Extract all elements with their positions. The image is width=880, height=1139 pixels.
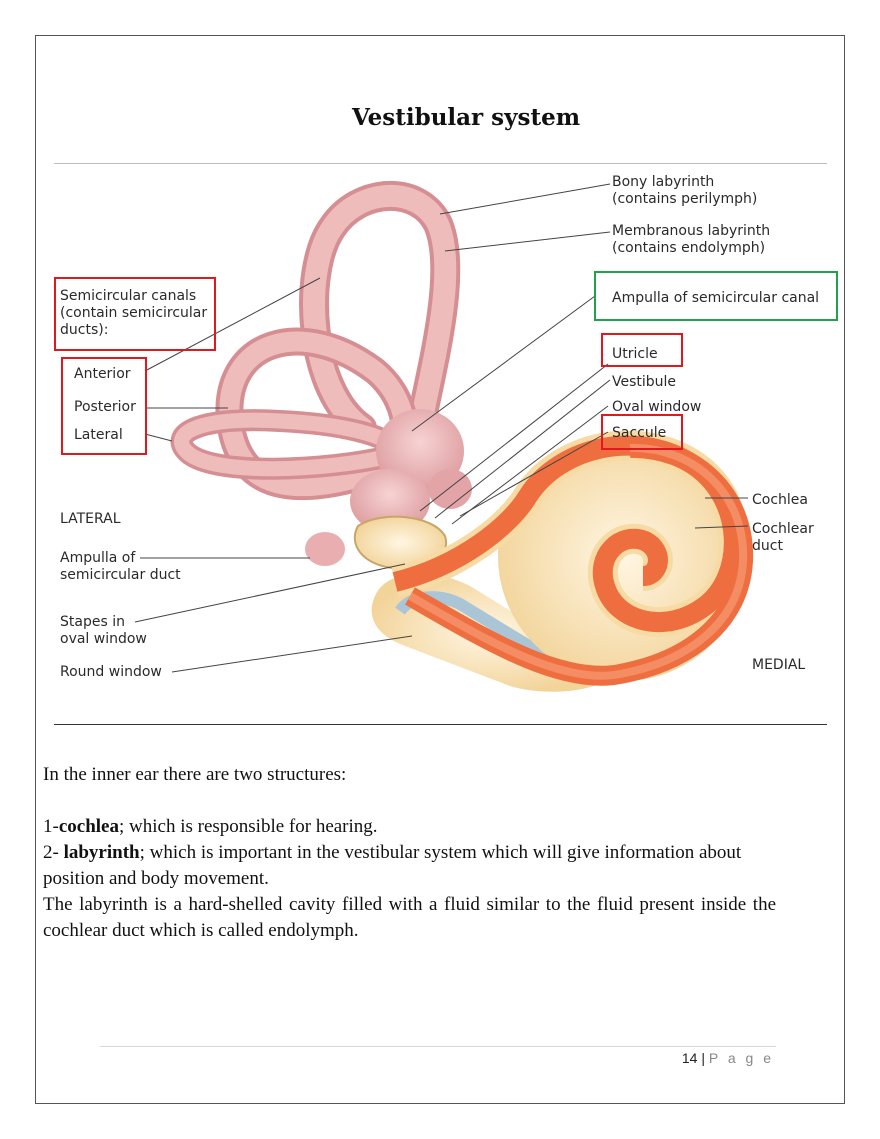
term-cochlea: cochlea — [58, 816, 119, 837]
vestibule-drawing — [305, 409, 472, 570]
label-round-window: Round window — [60, 664, 162, 680]
term-labyrinth: labyrinth — [63, 842, 140, 863]
label-cochlear-duct-2: duct — [752, 538, 783, 554]
label-anterior: Anterior — [74, 366, 131, 382]
inner-ear-diagram: Bony labyrinth (contains perilymph) Memb… — [54, 174, 838, 692]
footer-divider — [100, 1046, 776, 1047]
label-semicircular-canals: Semicircular canals — [60, 288, 196, 304]
saccule-highlight — [601, 414, 683, 450]
figure-bottom-divider — [54, 724, 827, 725]
label-cochlear-duct: Cochlear — [752, 521, 814, 537]
label-lateral: Lateral — [74, 427, 123, 443]
label-stapes-2: oval window — [60, 631, 147, 647]
label-semicircular-note-2: ducts): — [60, 322, 108, 338]
page-word: P a g e — [708, 1050, 774, 1066]
label-vestibule: Vestibule — [612, 374, 676, 390]
label-semicircular-note-1: (contain semicircular — [60, 305, 207, 321]
semicircular-canals-drawing — [170, 180, 461, 501]
page-footer: 14 | P a g e — [560, 1050, 774, 1066]
page-title: Vestibular system — [351, 104, 581, 131]
footer-separator: | — [701, 1050, 705, 1066]
cochlea-drawing — [391, 430, 754, 686]
label-ampulla-duct-2: semicircular duct — [60, 567, 181, 583]
label-bony-labyrinth-note: (contains perilymph) — [612, 191, 757, 207]
utricle-highlight — [601, 333, 683, 367]
ampulla-canal-highlight — [594, 271, 838, 321]
label-saccule: Saccule — [612, 425, 666, 441]
label-bony-labyrinth: Bony labyrinth — [612, 174, 714, 190]
label-lateral-side: LATERAL — [60, 511, 121, 527]
labyrinth-paragraph: The labyrinth is a hard-shelled cavity f… — [43, 894, 776, 941]
canal-list-highlight — [61, 357, 147, 455]
label-ampulla-duct: Ampulla of — [60, 550, 136, 566]
label-cochlea: Cochlea — [752, 492, 808, 508]
item-cochlea: 1-cochlea; which is responsible for hear… — [43, 816, 378, 837]
label-ampulla-canal: Ampulla of semicircular canal — [612, 290, 819, 306]
page-number: 14 — [681, 1050, 698, 1066]
semicircular-canals-highlight — [54, 277, 216, 351]
inner-ear-figure: Bony labyrinth (contains perilymph) Memb… — [40, 166, 840, 718]
label-utricle: Utricle — [612, 346, 658, 362]
leader-lines — [134, 183, 749, 673]
label-membranous-labyrinth: Membranous labyrinth — [612, 223, 770, 239]
label-oval-window: Oval window — [612, 399, 701, 415]
label-posterior: Posterior — [74, 399, 136, 415]
top-divider — [54, 163, 827, 164]
body-text: In the inner ear there are two structure… — [43, 762, 776, 944]
label-stapes: Stapes in — [60, 614, 125, 630]
label-membranous-labyrinth-note: (contains endolymph) — [612, 240, 765, 256]
item-labyrinth: 2- labyrinth; which is important in the … — [43, 842, 742, 889]
label-medial-side: MEDIAL — [752, 657, 805, 673]
intro-line: In the inner ear there are two structure… — [43, 764, 347, 785]
page-border — [35, 35, 845, 1104]
